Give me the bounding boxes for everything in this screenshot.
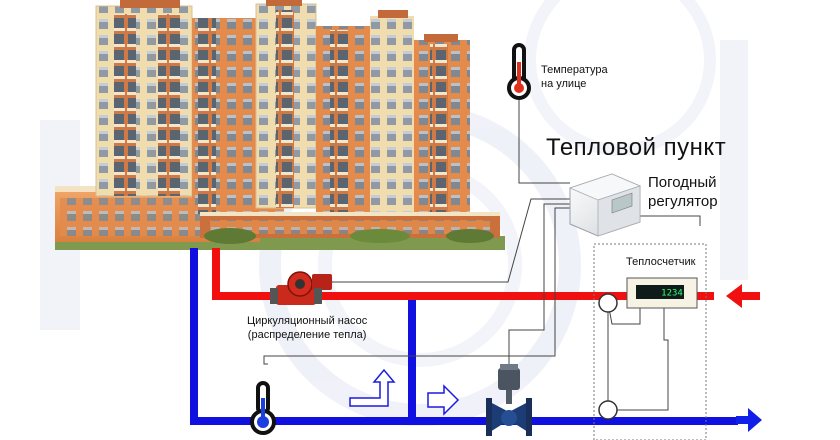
flow-arrow-right-icon (427, 384, 460, 416)
heat-meter-zone (593, 243, 707, 440)
weather-controller-device (568, 173, 642, 237)
return-pipe (190, 248, 738, 425)
control-wires (263, 100, 701, 411)
heat-meter-label: Теплосчетчик (626, 256, 696, 268)
control-valve-icon (486, 364, 532, 436)
pump-label-line-1: Циркуляционный насос (247, 315, 368, 327)
heat-point-title: Тепловой пункт (546, 134, 727, 161)
pipe-thermometer-icon (250, 381, 276, 435)
return-temperature-sensor (598, 400, 618, 420)
return-outlet-arrow-icon (736, 408, 762, 432)
weather-regulator-label: Погодный регулятор (648, 173, 718, 211)
supply-inlet-arrow-icon (726, 284, 760, 308)
outside-thermometer-icon (507, 43, 531, 100)
supply-temperature-sensor (598, 293, 618, 410)
supply-pipe (212, 248, 714, 300)
weather-regulator-line-1: Погодный (648, 174, 717, 191)
outside-temperature-line-1: Температура (541, 64, 608, 76)
flow-arrow-up-icon (349, 368, 396, 407)
heat-meter-device: 1234 (626, 277, 698, 309)
weather-regulator-line-2: регулятор (648, 193, 718, 210)
pump-label: Циркуляционный насос (распределение тепл… (247, 314, 367, 342)
apartment-building-image (55, 0, 505, 250)
circulation-pump-icon (270, 271, 332, 305)
pump-label-line-2: (распределение тепла) (247, 329, 367, 341)
meter-display-value: 1234 (661, 289, 683, 299)
outside-temperature-label: Температура на улице (541, 63, 608, 91)
outside-temperature-line-2: на улице (541, 78, 587, 90)
